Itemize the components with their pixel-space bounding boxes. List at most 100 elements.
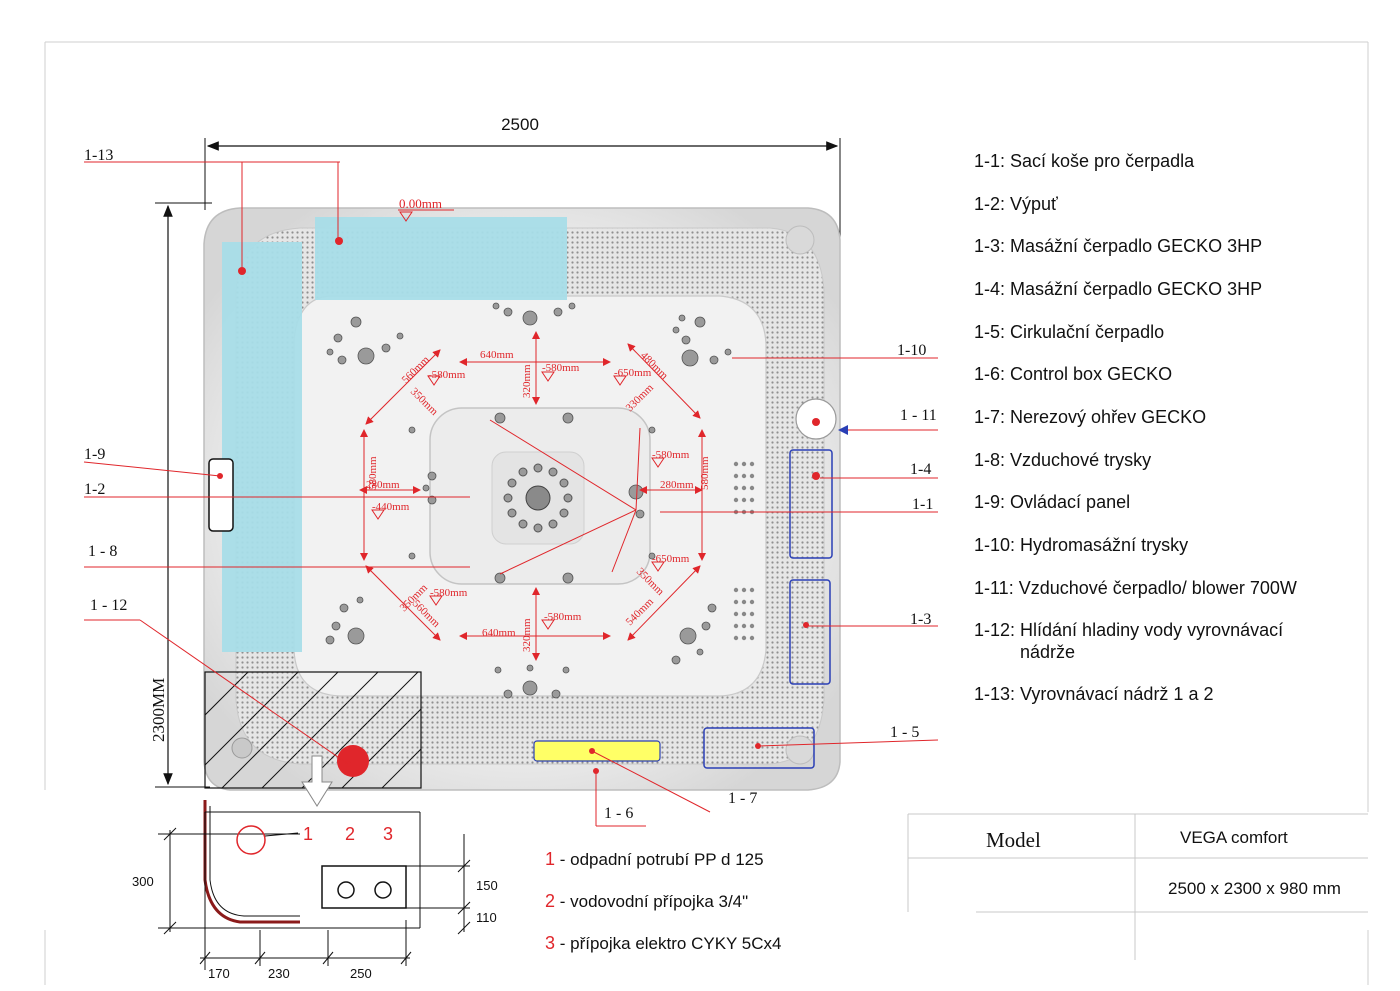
circulation-pump-box xyxy=(703,727,815,769)
jet xyxy=(648,426,656,434)
footwell-center-jet xyxy=(525,485,551,511)
model-value: VEGA comfort xyxy=(1180,828,1288,847)
jet xyxy=(422,484,430,492)
dim-640-bot: 640mm xyxy=(482,627,516,639)
connection-section xyxy=(158,800,471,970)
jet xyxy=(356,596,364,604)
jet xyxy=(503,307,513,317)
jet xyxy=(672,326,680,334)
dim-580-tl: -580mm xyxy=(428,369,466,381)
jet xyxy=(628,484,644,500)
air-jet xyxy=(741,461,747,467)
callout-1-11: 1 - 11 xyxy=(900,407,937,424)
callout-labels: 1-13 1-10 1 - 11 1-9 1-4 1-2 1-1 1 - 8 1… xyxy=(84,147,937,822)
legend-item-1-4: 1-4: Masážní čerpadlo GECKO 3HP xyxy=(974,279,1263,299)
dim-280-left: 280mm xyxy=(366,479,400,491)
footwell-jet xyxy=(518,467,528,477)
jet xyxy=(648,552,656,560)
section-h300: 300 xyxy=(132,874,154,889)
air-jet xyxy=(733,587,739,593)
air-jet xyxy=(749,599,755,605)
dim-580-right: -580mm xyxy=(652,449,690,461)
jet xyxy=(568,302,576,310)
air-jet xyxy=(741,623,747,629)
level-sensor-dot xyxy=(337,745,369,777)
jet xyxy=(522,680,538,696)
balancing-tank-top xyxy=(315,217,567,300)
dim-320-bot: 320mm xyxy=(521,618,533,652)
air-jet xyxy=(733,461,739,467)
connection-note-3: 3 - přípojka elektro CYKY 5Cx4 xyxy=(545,933,782,953)
air-jet xyxy=(741,635,747,641)
section-p2: 2 xyxy=(345,824,355,844)
jet xyxy=(522,310,538,326)
section-p3: 3 xyxy=(383,824,393,844)
legend-item-1-1: 1-1: Sací koše pro čerpadla xyxy=(974,151,1195,171)
jet xyxy=(494,412,506,424)
legend-item-1-6: 1-6: Control box GECKO xyxy=(974,364,1173,384)
jet xyxy=(408,552,416,560)
air-jet xyxy=(733,497,739,503)
air-jet xyxy=(749,473,755,479)
jet xyxy=(562,666,570,674)
air-jet xyxy=(749,461,755,467)
legend-item-1-8: 1-8: Vzduchové trysky xyxy=(974,450,1152,470)
section-labels: 300 150 110 170 230 250 1 2 3 xyxy=(132,824,498,981)
size-value: 2500 x 2300 x 980 mm xyxy=(1168,879,1341,898)
jet xyxy=(503,689,513,699)
section-h150: 150 xyxy=(476,878,498,893)
jet xyxy=(709,355,719,365)
air-jet xyxy=(741,611,747,617)
dim-640-top: 640mm xyxy=(480,349,514,361)
callout-1-1: 1-1 xyxy=(912,496,933,513)
jet xyxy=(707,603,717,613)
callout-1-9: 1-9 xyxy=(84,446,105,463)
air-jet xyxy=(749,485,755,491)
air-jet xyxy=(733,611,739,617)
page-frame xyxy=(44,41,1369,985)
jet xyxy=(326,348,334,356)
control-panel xyxy=(208,458,234,532)
air-jet xyxy=(749,635,755,641)
callout-leaders xyxy=(83,161,939,827)
jet xyxy=(408,426,416,434)
jet xyxy=(331,621,341,631)
footwell-jet xyxy=(503,493,513,503)
control-box-gecko xyxy=(533,740,661,762)
dim-580-top: -580mm xyxy=(542,362,580,374)
dim-320-top: 320mm xyxy=(521,364,533,398)
callout-1-12: 1 - 12 xyxy=(90,597,127,614)
jet xyxy=(492,302,500,310)
dim-650-br: -650mm xyxy=(652,553,690,565)
jet xyxy=(494,666,502,674)
jet xyxy=(635,509,645,519)
footwell-jet xyxy=(548,519,558,529)
connection-note-2: 2 - vodovodní přípojka 3/4" xyxy=(545,891,749,911)
hydromassage-jets xyxy=(325,302,755,699)
callout-1-8: 1 - 8 xyxy=(88,543,117,560)
section-p1: 1 xyxy=(303,824,313,844)
jet xyxy=(694,316,706,328)
jet xyxy=(427,471,437,481)
footwell-jet xyxy=(507,478,517,488)
air-jet xyxy=(741,473,747,479)
jet xyxy=(678,314,686,322)
jet xyxy=(381,343,391,353)
air-jet xyxy=(741,587,747,593)
dim-580-rv: 580mm xyxy=(699,456,711,490)
callout-1-6: 1 - 6 xyxy=(604,805,633,822)
connection-note-1: 1 - odpadní potrubí PP d 125 xyxy=(545,849,764,869)
pipe-1-circle xyxy=(236,825,266,855)
dim-580-left: 580mm xyxy=(367,456,379,490)
tub-dimension-lines xyxy=(359,209,706,661)
air-jet xyxy=(733,485,739,491)
jet xyxy=(350,316,362,328)
jet xyxy=(357,347,375,365)
jet xyxy=(681,349,699,367)
jet xyxy=(396,332,404,340)
jet xyxy=(696,648,704,656)
footwell-jet xyxy=(507,508,517,518)
massage-pump-box-1-3 xyxy=(789,579,831,685)
